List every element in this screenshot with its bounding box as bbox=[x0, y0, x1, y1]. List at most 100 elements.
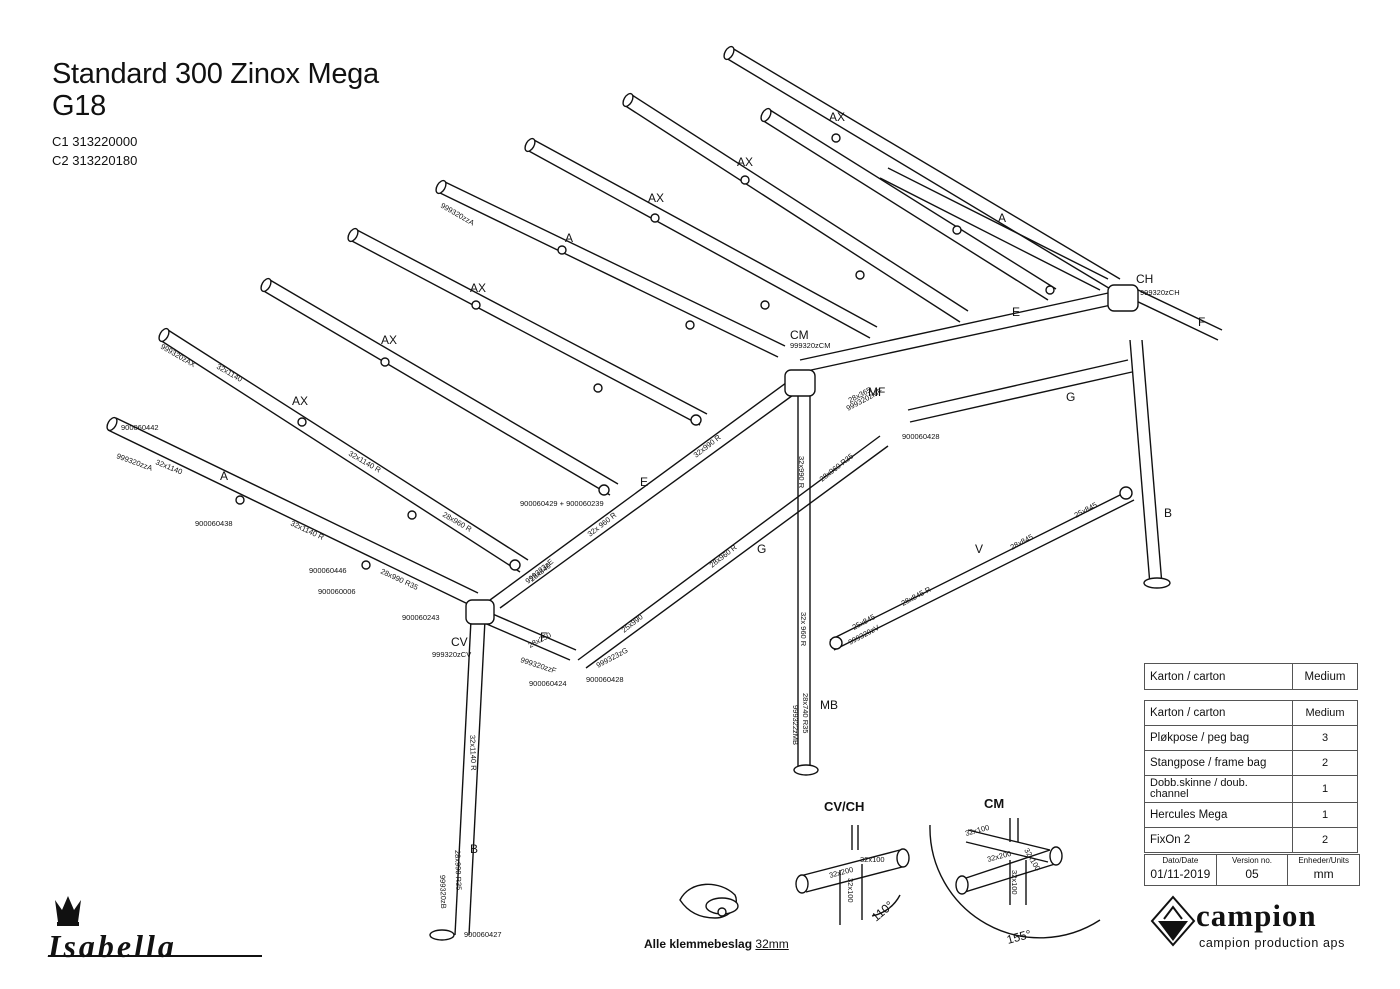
carton-summary-value: Medium bbox=[1292, 663, 1358, 690]
part-f: 999320zzF bbox=[519, 655, 557, 675]
row-label: Dobb.skinne / doub. channel bbox=[1144, 775, 1293, 803]
cm-dim-32x100-a: 32x100 bbox=[964, 823, 990, 838]
dim-32x990r: 32x990 R bbox=[692, 432, 723, 459]
row-label: Karton / carton bbox=[1144, 700, 1293, 726]
dim-32x1140r-1: 32x1140 R bbox=[289, 519, 326, 542]
revision-box: Dato/Date 01/11-2019 Version no. 05 Enhe… bbox=[1144, 854, 1360, 886]
cv-dim-32x100-b: 32x100 bbox=[846, 878, 855, 903]
part-mb: 999322zMB bbox=[791, 705, 800, 745]
row-label: Pløkpose / peg bag bbox=[1144, 725, 1293, 751]
row-label: Stangpose / frame bag bbox=[1144, 750, 1293, 776]
dim-32x1140r-cv: 32x1140 R bbox=[468, 735, 478, 772]
rafter-tubes bbox=[106, 45, 1121, 606]
part-900060438: 900060438 bbox=[195, 519, 233, 528]
part-900060429: 900060429 + 900060239 bbox=[520, 499, 604, 508]
unit-cell: Enheder/Units mm bbox=[1288, 855, 1359, 885]
label-a-top: A bbox=[565, 231, 573, 245]
eave-tubes bbox=[454, 287, 1223, 936]
part-900060427: 900060427 bbox=[464, 930, 502, 939]
dim-28x845r: 28x845 R bbox=[900, 584, 933, 607]
dim-28x990r35-b: 28x990 R35 bbox=[453, 850, 463, 891]
label-v: V bbox=[975, 542, 983, 556]
part-letters: AX AX AX A AX AX AX A A E CH F CM MF G E… bbox=[220, 110, 1205, 856]
label-ax-1: AX bbox=[829, 110, 845, 124]
dim-28x960r35: 28x960 R35 bbox=[818, 452, 855, 484]
carton-summary: Karton / carton Medium bbox=[1144, 663, 1358, 690]
label-g-right: G bbox=[1066, 390, 1075, 404]
part-a-top: 999320zzA bbox=[439, 201, 476, 228]
row-qty: 1 bbox=[1292, 802, 1358, 828]
label-b-front: B bbox=[470, 842, 478, 856]
dim-32x1140-a: 32x1140 bbox=[154, 458, 184, 477]
campion-logo-icon bbox=[1150, 895, 1196, 947]
joint-hubs bbox=[429, 284, 1171, 941]
detail-cm: CM 32x100 32x200 32x100 32x100 155° bbox=[929, 796, 1101, 947]
cm-dim-32x100-c: 32x100 bbox=[1010, 870, 1019, 895]
dim-25x990: 25x990 bbox=[620, 612, 645, 634]
contents-table: Karton / carton Medium Pløkpose / peg ba… bbox=[1144, 700, 1358, 853]
row-qty: 3 bbox=[1292, 725, 1358, 751]
clamp-note: Alle klemmebeslag 32mm bbox=[644, 937, 789, 951]
carton-summary-label: Karton / carton bbox=[1144, 663, 1293, 690]
part-900060243: 900060243 bbox=[402, 613, 440, 622]
part-ch: 999320zCH bbox=[1140, 288, 1180, 297]
dim-28x845: 28x845 bbox=[1009, 532, 1035, 551]
part-900060446: 900060446 bbox=[309, 566, 347, 575]
angle-155: 155° bbox=[1005, 927, 1033, 947]
part-900060424: 900060424 bbox=[529, 679, 567, 688]
table-row: Hercules Mega 1 bbox=[1144, 802, 1358, 828]
row-label: FixOn 2 bbox=[1144, 827, 1293, 853]
label-a-front: A bbox=[220, 469, 228, 483]
version-cell: Version no. 05 bbox=[1217, 855, 1289, 885]
row-qty: 1 bbox=[1292, 775, 1358, 803]
part-cm: 999320zCM bbox=[790, 341, 830, 350]
clamp-note-text: Alle klemmebeslag bbox=[644, 937, 753, 951]
label-ax-3: AX bbox=[648, 191, 664, 205]
angle-110: 110° bbox=[869, 898, 896, 924]
campion-subtitle: campion production aps bbox=[1199, 936, 1345, 950]
row-qty: Medium bbox=[1292, 700, 1358, 726]
isabella-wordmark: Isabella bbox=[48, 928, 177, 964]
label-e-right: E bbox=[1012, 305, 1020, 319]
tube-dimensions: 32x1140 32x1140 32x1140 R 32x1140 R 28x9… bbox=[154, 362, 1098, 891]
label-b-right: B bbox=[1164, 506, 1172, 520]
table-row: Karton / carton Medium bbox=[1144, 700, 1358, 726]
detail-cm-title: CM bbox=[984, 796, 1004, 811]
label-cm: CM bbox=[790, 328, 809, 342]
part-900060428-front: 900060428 bbox=[586, 675, 624, 684]
part-900060428-right: 900060428 bbox=[902, 432, 940, 441]
date-label: Dato/Date bbox=[1162, 856, 1199, 865]
clamp-note-size: 32mm bbox=[755, 937, 789, 951]
part-ax: 999320zAX bbox=[159, 342, 197, 369]
part-cv: 999320zCV bbox=[432, 650, 471, 659]
detail-cvch: CV/CH 32x200 32x100 32x100 110° bbox=[795, 799, 910, 925]
dim-32x1140r-2: 32x1140 R bbox=[347, 449, 383, 475]
label-f-front: F bbox=[540, 630, 547, 644]
part-a-front: 999320zzA bbox=[115, 451, 153, 472]
part-b: 999320zB bbox=[438, 875, 448, 909]
label-mf: MF bbox=[868, 385, 885, 399]
table-row: FixOn 2 2 bbox=[1144, 827, 1358, 853]
part-900060442: 900060442 bbox=[121, 423, 159, 432]
row-qty: 2 bbox=[1292, 750, 1358, 776]
label-ax-2: AX bbox=[737, 155, 753, 169]
product-code-2: C2 313220180 bbox=[52, 153, 138, 168]
label-a-right: A bbox=[998, 211, 1006, 225]
cv-dim-32x100-a: 32x100 bbox=[860, 855, 885, 864]
dim-32x960r-mb: 32x 960 R bbox=[799, 612, 808, 647]
dim-28x960r-g: 28x960 R bbox=[708, 542, 739, 569]
clamp-icon bbox=[679, 883, 739, 919]
date-cell: Dato/Date 01/11-2019 bbox=[1145, 855, 1217, 885]
version-label: Version no. bbox=[1231, 856, 1273, 865]
table-row: Stangpose / frame bag 2 bbox=[1144, 750, 1358, 776]
version-value: 05 bbox=[1245, 867, 1259, 881]
dim-25x845-a: 25x845 bbox=[1073, 500, 1099, 519]
date-value: 01/11-2019 bbox=[1150, 867, 1211, 881]
table-row: Dobb.skinne / doub. channel 1 bbox=[1144, 775, 1358, 803]
label-ax-6: AX bbox=[292, 394, 308, 408]
label-f-right: F bbox=[1198, 315, 1205, 329]
dim-28x740r35: 28x740 R35 bbox=[801, 693, 810, 733]
unit-label: Enheder/Units bbox=[1298, 856, 1350, 865]
table-row: Pløkpose / peg bag 3 bbox=[1144, 725, 1358, 751]
product-code-1: C1 313220000 bbox=[52, 134, 138, 149]
